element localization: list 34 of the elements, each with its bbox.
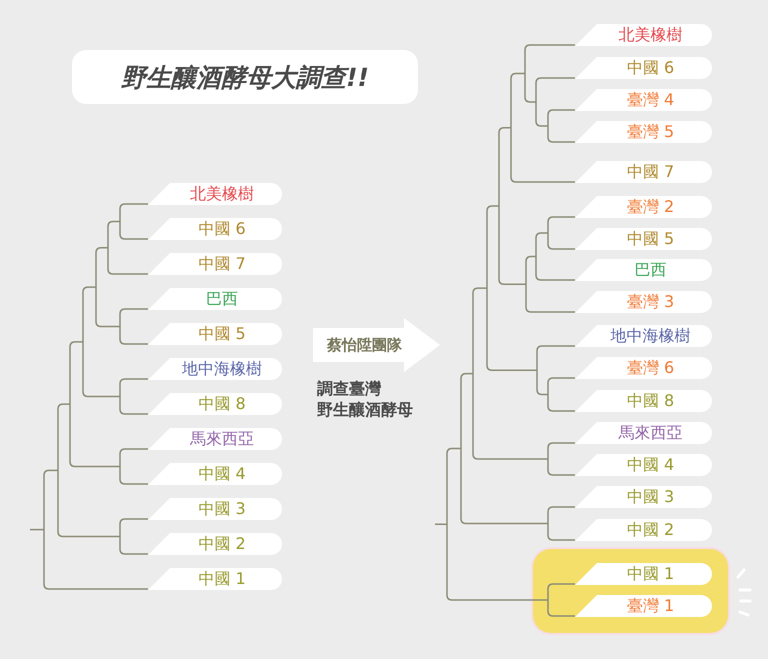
label-tag: 中國 8 [148, 393, 282, 415]
label-tag: 中國 7 [575, 161, 712, 183]
title-banner: 野生釀酒酵母大調查!! [72, 50, 418, 104]
arrow-caption: 調查臺灣 野生釀酒酵母 [317, 378, 413, 420]
label-tag: 馬來西亞 [575, 422, 712, 444]
label-tag: 中國 6 [575, 57, 712, 79]
label-tag: 北美橡樹 [148, 183, 282, 205]
label-tag: 中國 2 [148, 533, 282, 555]
label-tag: 中國 5 [575, 228, 712, 250]
label-tag: 臺灣 3 [575, 291, 712, 313]
highlight-box [533, 549, 728, 633]
label-tag: 巴西 [148, 288, 282, 310]
label-tag: 臺灣 4 [575, 89, 712, 111]
label-tag: 中國 7 [148, 253, 282, 275]
label-tag: 中國 4 [148, 463, 282, 485]
label-tag: 馬來西亞 [148, 428, 282, 450]
block-arrow: 蔡怡陞團隊 [313, 318, 440, 372]
label-tag: 北美橡樹 [575, 24, 712, 46]
label-tag: 中國 5 [148, 323, 282, 345]
label-tag: 臺灣 1 [575, 595, 712, 617]
label-tag: 中國 6 [148, 218, 282, 240]
label-tag: 地中海橡樹 [575, 325, 712, 347]
label-tag: 中國 1 [148, 568, 282, 590]
label-tag: 地中海橡樹 [148, 358, 282, 380]
label-tag: 中國 2 [575, 519, 712, 541]
label-tag: 中國 4 [575, 454, 712, 476]
label-tag: 巴西 [575, 259, 712, 281]
label-tag: 中國 8 [575, 390, 712, 412]
label-tag: 中國 3 [575, 486, 712, 508]
label-tag: 中國 3 [148, 498, 282, 520]
label-tag: 臺灣 2 [575, 196, 712, 218]
label-tag: 中國 1 [575, 563, 712, 585]
label-tag: 臺灣 6 [575, 357, 712, 379]
label-tag: 臺灣 5 [575, 121, 712, 143]
